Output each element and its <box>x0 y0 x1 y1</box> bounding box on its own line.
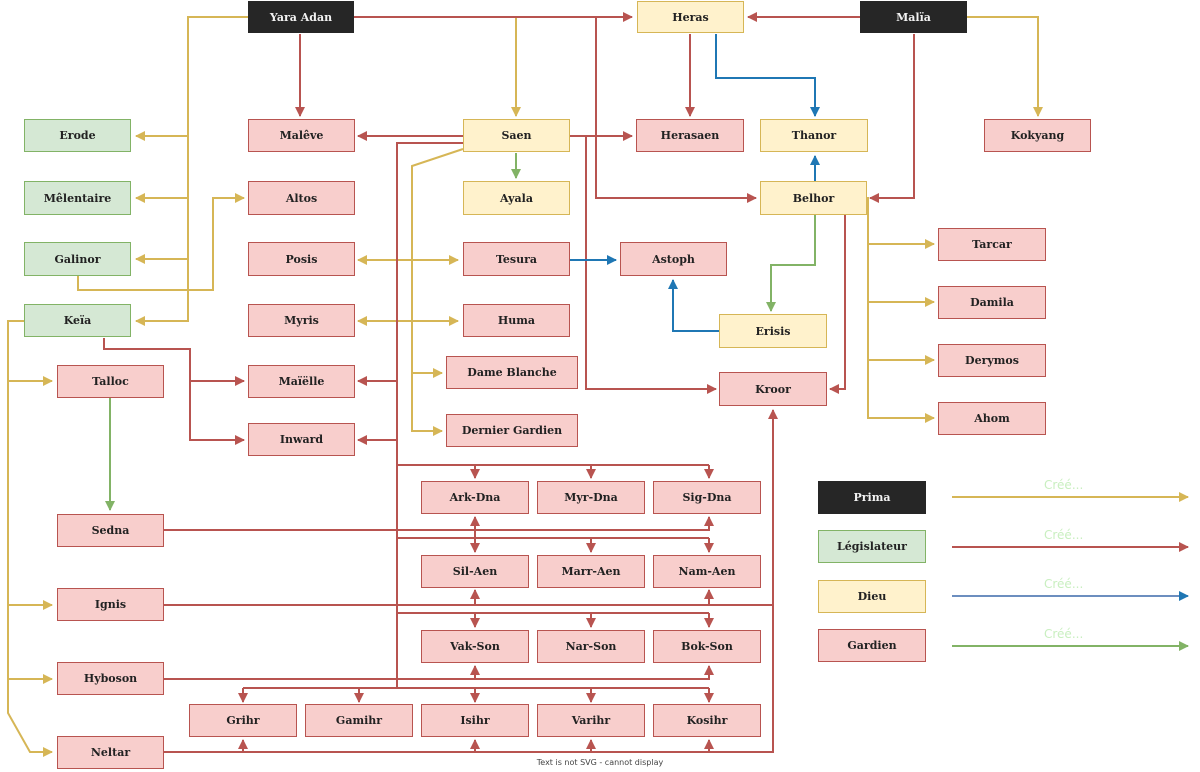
node-thanor[interactable]: Thanor <box>760 119 868 152</box>
legend-caption-2: Créé... <box>1044 528 1084 542</box>
edge-belhor-to-tarcar <box>866 197 935 249</box>
node-belhor[interactable]: Belhor <box>760 181 867 215</box>
node-posis[interactable]: Posis <box>248 242 355 276</box>
edge-sedna-to-sig <box>475 516 714 531</box>
node-tesura[interactable]: Tesura <box>463 242 570 276</box>
node-ahom[interactable]: Ahom <box>938 402 1046 435</box>
edge-keia-to-hyboson <box>7 605 53 684</box>
legend-legislateur: Législateur <box>818 530 926 563</box>
node-ayala[interactable]: Ayala <box>463 181 570 215</box>
node-dernier-gardien[interactable]: Dernier Gardien <box>446 414 578 447</box>
edge-galinor-to-altos <box>77 193 245 291</box>
node-malia[interactable]: Malïa <box>860 1 967 33</box>
node-damila[interactable]: Damila <box>938 286 1046 319</box>
node-sedna[interactable]: Sedna <box>57 514 164 547</box>
edge-saen-trunk <box>396 142 463 688</box>
edge-keia-to-maielle <box>103 338 245 386</box>
edge-belhor-to-kroor <box>829 215 846 394</box>
node-ignis[interactable]: Ignis <box>57 588 164 621</box>
legend-caption-1: Créé... <box>1044 478 1084 492</box>
node-ark-dna[interactable]: Ark-Dna <box>421 481 529 514</box>
edge-erisis-to-astoph <box>668 279 719 332</box>
node-isihr[interactable]: Isihr <box>421 704 529 737</box>
node-neltar[interactable]: Neltar <box>57 736 164 769</box>
node-sil-aen[interactable]: Sil-Aen <box>421 555 529 588</box>
node-erisis[interactable]: Erisis <box>719 314 827 348</box>
node-grihr[interactable]: Grihr <box>189 704 297 737</box>
node-nar-son[interactable]: Nar-Son <box>537 630 645 663</box>
node-myr-dna[interactable]: Myr-Dna <box>537 481 645 514</box>
edge-sedna-link <box>164 516 480 531</box>
edge-belhor-to-derymos <box>867 302 935 365</box>
edge-belhor-to-erisis <box>766 215 816 312</box>
node-astoph[interactable]: Astoph <box>620 242 727 276</box>
edge-keia-to-inward <box>189 381 245 445</box>
edge-malia-to-kokyang <box>966 16 1043 117</box>
node-kokyang[interactable]: Kokyang <box>984 119 1091 152</box>
node-maielle[interactable]: Maïëlle <box>248 365 355 398</box>
edge-yara-to-meletaire <box>135 136 189 203</box>
legend-gardien: Gardien <box>818 629 926 662</box>
edge-yara-to-erode <box>135 16 248 141</box>
node-nam-aen[interactable]: Nam-Aen <box>653 555 761 588</box>
legend-caption-3: Créé... <box>1044 577 1084 591</box>
legend-dieu: Dieu <box>818 580 926 613</box>
node-keia[interactable]: Keïa <box>24 304 131 337</box>
node-gamihr[interactable]: Gamihr <box>305 704 413 737</box>
node-erode[interactable]: Erode <box>24 119 131 152</box>
node-yara-adan[interactable]: Yara Adan <box>248 1 354 33</box>
node-huma[interactable]: Huma <box>463 304 570 337</box>
edge-heras-to-thanor <box>715 34 820 117</box>
legend-caption-4: Créé... <box>1044 627 1084 641</box>
edge-yara-to-keia <box>135 259 189 326</box>
edge-belhor-to-damila <box>867 244 935 307</box>
edge-belhor-to-ahom <box>867 360 935 423</box>
node-talloc[interactable]: Talloc <box>57 365 164 398</box>
node-sig-dna[interactable]: Sig-Dna <box>653 481 761 514</box>
node-saen[interactable]: Saen <box>463 119 570 152</box>
edge-malia-to-belhor <box>869 34 915 203</box>
node-bok-son[interactable]: Bok-Son <box>653 630 761 663</box>
node-marr-aen[interactable]: Marr-Aen <box>537 555 645 588</box>
edge-yara-to-galinor <box>135 198 189 264</box>
node-myris[interactable]: Myris <box>248 304 355 337</box>
node-maleve[interactable]: Malêve <box>248 119 355 152</box>
node-galinor[interactable]: Galinor <box>24 242 131 276</box>
node-varihr[interactable]: Varihr <box>537 704 645 737</box>
svg-fallback-notice: Text is not SVG - cannot display <box>536 758 664 767</box>
edge-keia-to-talloc <box>7 320 53 386</box>
node-tarcar[interactable]: Tarcar <box>938 228 1046 261</box>
node-meletaire[interactable]: Mêlentaire <box>24 181 131 215</box>
edge-neltar-link <box>164 409 778 753</box>
node-dame-blanche[interactable]: Dame Blanche <box>446 356 578 389</box>
node-derymos[interactable]: Derymos <box>938 344 1046 377</box>
node-hyboson[interactable]: Hyboson <box>57 662 164 695</box>
edge-keia-to-neltar <box>7 679 53 757</box>
node-herasaen[interactable]: Herasaen <box>636 119 744 152</box>
edge-saen-to-dame-blanche <box>411 148 464 378</box>
edge-saen-to-dernier-gardien <box>411 373 443 436</box>
edge-hyboson-link <box>164 665 714 680</box>
legend-prima: Prima <box>818 481 926 514</box>
node-altos[interactable]: Altos <box>248 181 355 215</box>
node-vak-son[interactable]: Vak-Son <box>421 630 529 663</box>
edge-keia-to-ignis <box>7 381 53 610</box>
edge-yara-to-belhor <box>595 17 757 203</box>
node-heras[interactable]: Heras <box>637 1 744 33</box>
node-inward[interactable]: Inward <box>248 423 355 456</box>
node-kosihr[interactable]: Kosihr <box>653 704 761 737</box>
edge-saen-to-kroor <box>585 136 717 394</box>
node-kroor[interactable]: Kroor <box>719 372 827 406</box>
